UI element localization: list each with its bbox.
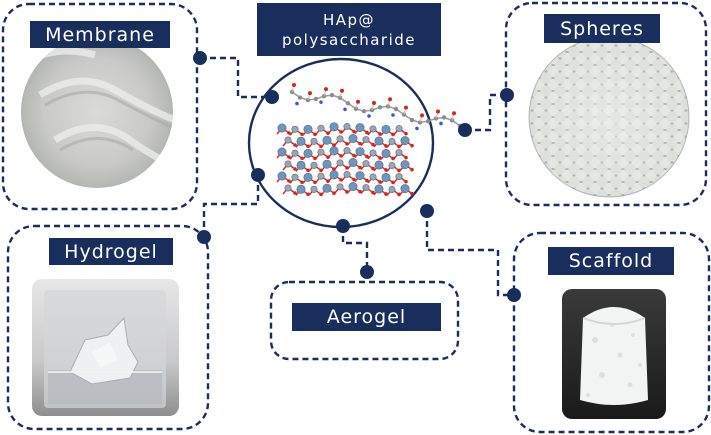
connector-membrane [200, 56, 272, 99]
aerogel-label: Aerogel [292, 303, 441, 331]
connector-scaffold [425, 211, 514, 297]
spheres-photo [528, 36, 690, 198]
scaffold-photo [562, 289, 666, 419]
molecular-structure [276, 83, 463, 197]
center-title: HAp@ polysaccharide [257, 3, 441, 56]
connector-aerogel [341, 226, 369, 272]
hydrogel-label: Hydrogel [49, 238, 173, 265]
connector-hydrogel [202, 175, 260, 237]
center-title-line2: polysaccharide [281, 30, 417, 49]
spheres-box [504, 1, 708, 207]
hydrogel-photo [32, 279, 179, 416]
junction-dots [193, 51, 521, 302]
membrane-photo [21, 36, 173, 188]
membrane-label: Membrane [30, 21, 170, 48]
membrane-box [1, 2, 199, 211]
scaffold-label: Scaffold [548, 247, 674, 275]
connector-spheres [465, 93, 507, 132]
hydrogel-box [6, 224, 210, 431]
aerogel-box [269, 280, 460, 361]
connector-lines [200, 56, 514, 297]
spheres-label: Spheres [544, 14, 660, 43]
center-title-line1: HAp@ [322, 10, 376, 29]
scaffold-box [512, 231, 711, 434]
